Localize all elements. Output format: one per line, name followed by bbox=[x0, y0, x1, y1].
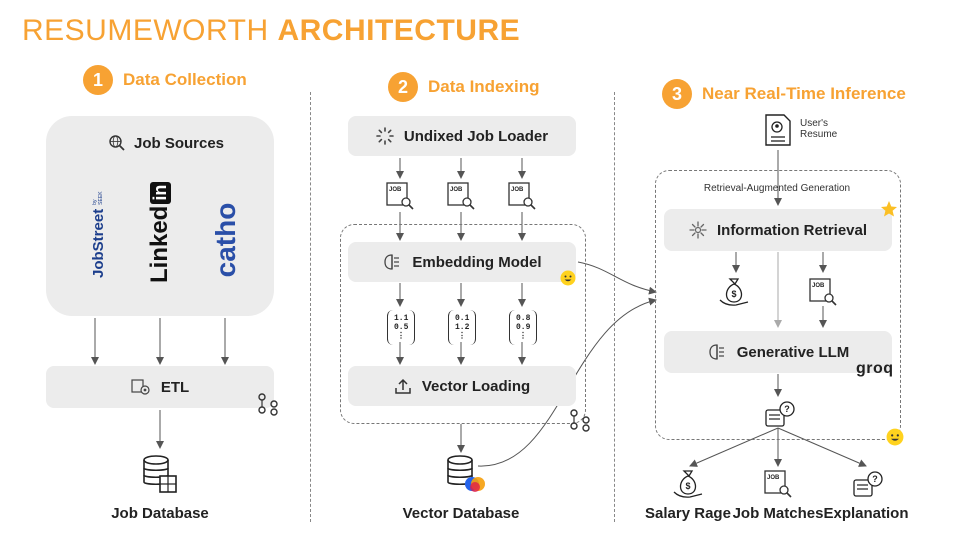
job-document-icon bbox=[809, 278, 837, 306]
title-prefix: RESUMEWORTH bbox=[22, 14, 269, 47]
job-sources-label: Job Sources bbox=[134, 134, 225, 152]
svg-text:?: ? bbox=[784, 404, 790, 414]
generative-llm-box: Generative LLM bbox=[664, 331, 892, 373]
svg-text:$: $ bbox=[685, 481, 690, 491]
loader-spinner-icon bbox=[376, 127, 394, 145]
catho-logo: catho bbox=[209, 200, 243, 280]
section-header-indexing: 2 Data Indexing bbox=[388, 72, 539, 102]
separator-2 bbox=[614, 92, 615, 522]
linkedin-text: Linked bbox=[146, 205, 173, 283]
linkedin-logo: Linked in bbox=[145, 181, 175, 283]
section-number-2: 2 bbox=[388, 72, 418, 102]
money-bag-icon: $ bbox=[673, 470, 703, 498]
vector-loading-label: Vector Loading bbox=[421, 377, 531, 395]
output-salary-label: Salary Rage bbox=[645, 505, 731, 522]
brain-chip-icon bbox=[709, 344, 724, 360]
money-bag-icon: $ bbox=[719, 278, 749, 306]
separator-1 bbox=[310, 92, 311, 522]
job-doc-icon: JOB bbox=[447, 182, 475, 210]
rag-label: Retrieval-Augmented Generation bbox=[703, 183, 851, 194]
svg-text:$: $ bbox=[731, 289, 736, 299]
job-tag: JOB bbox=[767, 475, 780, 481]
job-tag: JOB bbox=[511, 187, 524, 193]
section-header-inference: 3 Near Real-Time Inference bbox=[662, 79, 906, 109]
vector-value: 0.9 bbox=[516, 323, 531, 332]
job-doc-icon: JOB bbox=[809, 278, 837, 306]
embedding-vector-1: 1.1 0.5 ⋮ bbox=[387, 310, 415, 345]
embedding-vector-3: 0.8 0.9 ⋮ bbox=[509, 310, 537, 345]
job-loader-box: Undixed Job Loader bbox=[348, 116, 576, 156]
groq-logo: groq bbox=[856, 360, 894, 377]
pipeline-icon bbox=[570, 409, 590, 432]
question-chat-icon: ? bbox=[765, 401, 795, 427]
section-title-3: Near Real-Time Inference bbox=[702, 84, 906, 103]
job-loader-label: Undixed Job Loader bbox=[403, 127, 549, 145]
rag-group bbox=[655, 170, 901, 440]
vector-value: 0.8 bbox=[516, 314, 531, 323]
hugging-face-icon bbox=[560, 270, 576, 286]
output-explanation-label: Explanation bbox=[823, 505, 909, 522]
resume-icon bbox=[765, 114, 791, 146]
job-doc-icon: JOB bbox=[764, 470, 792, 498]
job-tag: JOB bbox=[450, 187, 463, 193]
job-doc-icon: JOB bbox=[386, 182, 414, 210]
vector-value: 1.1 bbox=[394, 314, 409, 323]
vector-value: 1.2 bbox=[455, 323, 470, 332]
job-document-icon bbox=[386, 182, 414, 210]
jobstreet-logo: JobStreet by SEEK bbox=[78, 191, 118, 282]
job-tag: JOB bbox=[812, 283, 825, 289]
job-document-icon bbox=[447, 182, 475, 210]
section-title-2: Data Indexing bbox=[428, 77, 540, 96]
section-title-1: Data Collection bbox=[123, 70, 247, 89]
svg-text:?: ? bbox=[872, 474, 878, 484]
vector-loading-box: Vector Loading bbox=[348, 366, 576, 406]
vector-ellipsis: ⋮ bbox=[397, 332, 405, 341]
generative-llm-label: Generative LLM bbox=[736, 343, 850, 361]
section-number-3: 3 bbox=[662, 79, 692, 109]
job-sources-panel bbox=[46, 116, 274, 316]
jobstreet-text: JobStreet bbox=[89, 208, 107, 278]
pipeline-icon bbox=[258, 393, 278, 416]
resume-label-line-1: User's bbox=[800, 118, 829, 129]
job-database-label: Job Database bbox=[111, 505, 209, 522]
resume-label-line-2: Resume bbox=[800, 129, 838, 140]
linkedin-in: in bbox=[149, 181, 171, 204]
job-tag: JOB bbox=[389, 187, 402, 193]
job-document-icon bbox=[764, 470, 792, 498]
information-retrieval-box: Information Retrieval bbox=[664, 209, 892, 251]
output-job-matches-label: Job Matches bbox=[732, 505, 824, 522]
jobstreet-sub: by SEEK bbox=[92, 191, 104, 205]
job-document-icon bbox=[508, 182, 536, 210]
resume-label: User's Resume bbox=[800, 118, 844, 140]
information-retrieval-label: Information Retrieval bbox=[716, 221, 868, 239]
vector-ellipsis: ⋮ bbox=[458, 332, 466, 341]
etl-label: ETL bbox=[160, 378, 190, 396]
embedding-vector-2: 0.1 1.2 ⋮ bbox=[448, 310, 476, 345]
section-number-1: 1 bbox=[83, 65, 113, 95]
title-main: ARCHITECTURE bbox=[277, 14, 521, 47]
star-icon bbox=[881, 201, 897, 217]
vector-database-icon bbox=[447, 455, 485, 492]
retrieval-spark-icon bbox=[689, 221, 707, 239]
page-title: RESUMEWORTH ARCHITECTURE bbox=[22, 14, 520, 48]
vector-database-label: Vector Database bbox=[402, 505, 520, 522]
question-chat-icon: ? bbox=[853, 471, 883, 497]
search-globe-icon bbox=[109, 135, 125, 151]
upload-icon bbox=[395, 378, 411, 394]
job-doc-icon: JOB bbox=[508, 182, 536, 210]
section-header-collection: 1 Data Collection bbox=[83, 65, 247, 95]
brain-chip-icon bbox=[384, 254, 400, 270]
vector-ellipsis: ⋮ bbox=[519, 332, 527, 341]
etl-box: ETL bbox=[46, 366, 274, 408]
catho-text: catho bbox=[210, 202, 241, 278]
embedding-model-box: Embedding Model bbox=[348, 242, 576, 282]
etl-gears-icon bbox=[131, 379, 150, 395]
vector-value: 0.1 bbox=[455, 314, 470, 323]
hugging-face-icon bbox=[886, 428, 904, 446]
embedding-model-label: Embedding Model bbox=[412, 253, 542, 271]
vector-value: 0.5 bbox=[394, 323, 409, 332]
job-database-icon bbox=[143, 455, 177, 493]
indexing-group bbox=[340, 224, 586, 424]
job-sources-header: Job Sources bbox=[108, 134, 224, 152]
